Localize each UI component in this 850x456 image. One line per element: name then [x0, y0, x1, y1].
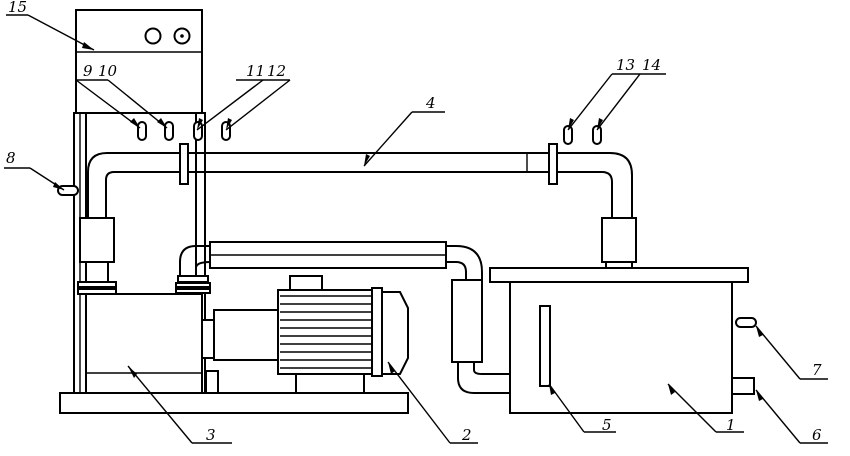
sensor-8 — [57, 185, 79, 196]
label-10: 10 — [98, 62, 118, 80]
label-1: 1 — [726, 416, 736, 434]
label-2: 2 — [461, 426, 472, 444]
label-12: 12 — [267, 62, 286, 80]
label-3: 3 — [206, 426, 216, 444]
label-7: 7 — [812, 361, 822, 379]
label-13: 13 — [616, 56, 635, 74]
return-pipe-section — [601, 217, 637, 269]
sensor-14 — [592, 125, 602, 145]
sensors — [57, 121, 602, 196]
label-8: 8 — [6, 149, 16, 167]
sensor-9 — [137, 121, 147, 141]
pump — [85, 293, 281, 394]
label-14: 14 — [642, 56, 661, 74]
label-6: 6 — [812, 426, 822, 444]
left-pipe-section — [77, 217, 117, 295]
sensor-11 — [193, 121, 203, 141]
side-sensor — [735, 317, 757, 328]
middle-pipe — [175, 241, 511, 394]
label-11: 11 — [246, 62, 265, 80]
level-gauge — [539, 305, 551, 387]
sensor-13 — [563, 125, 573, 145]
motor — [277, 275, 409, 394]
arrowheads — [53, 42, 763, 401]
water-tank — [489, 267, 757, 414]
upper-pipe — [87, 143, 633, 219]
label-15: 15 — [8, 0, 27, 16]
drain-outlet — [731, 377, 755, 395]
leader-lines — [4, 14, 828, 444]
knob-icon — [144, 27, 162, 45]
label-4: 4 — [425, 94, 436, 112]
base-plate — [59, 392, 409, 414]
sensor-10 — [164, 121, 174, 141]
pipe-flange — [548, 143, 558, 185]
part-labels: 15 9 10 11 12 4 13 14 8 3 2 5 1 7 6 — [6, 0, 822, 444]
pipe-flange — [179, 143, 189, 185]
control-box — [75, 9, 203, 114]
label-5: 5 — [602, 416, 612, 434]
label-9: 9 — [83, 62, 93, 80]
